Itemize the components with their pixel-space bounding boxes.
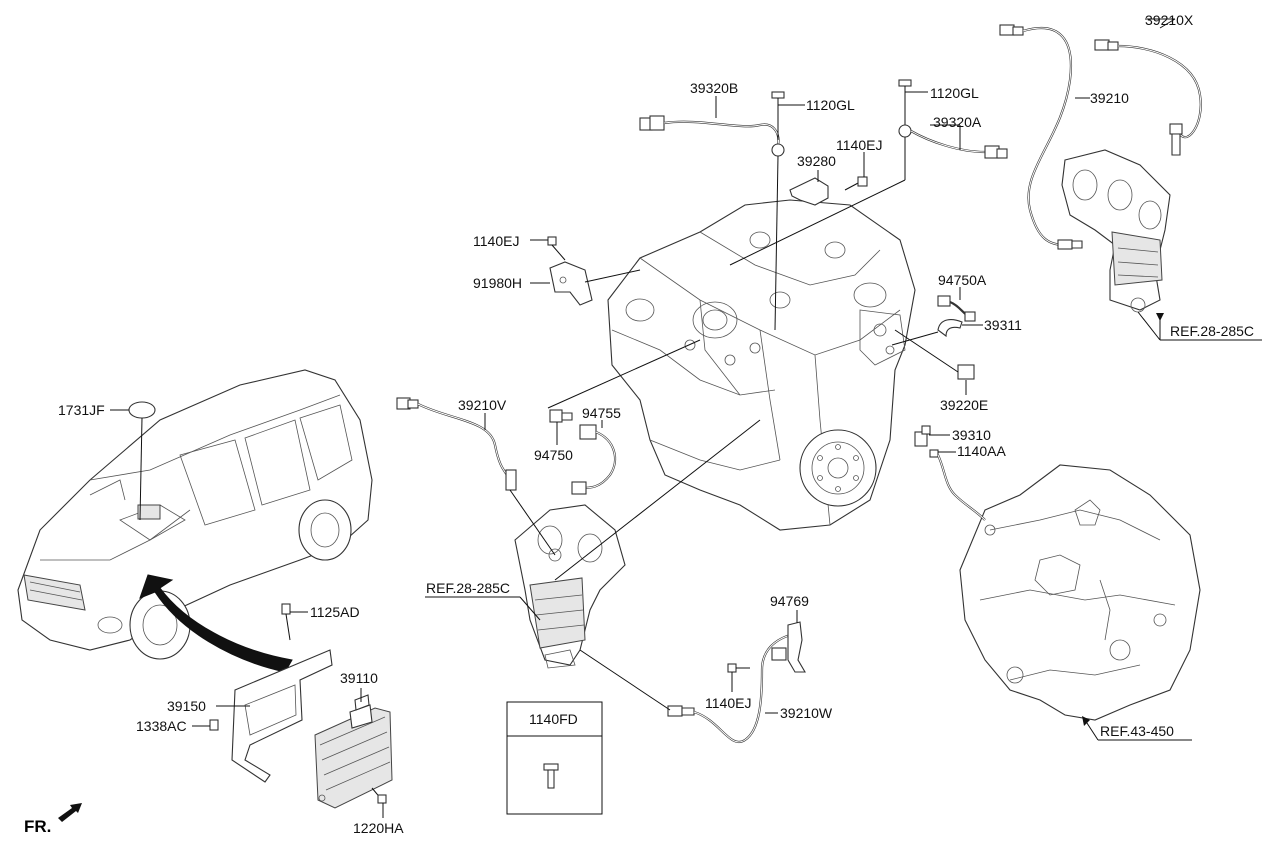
label-39320b: 39320B <box>690 80 738 96</box>
label-fr: FR. <box>24 817 51 836</box>
label-91980h: 91980H <box>473 275 522 291</box>
label-1120gl-a: 1120GL <box>806 97 855 113</box>
label-39210v: 39210V <box>458 397 507 413</box>
label-39150: 39150 <box>167 698 206 714</box>
label-94769: 94769 <box>770 593 809 609</box>
location-arrow <box>139 574 293 673</box>
part-box-1140fd <box>506 701 603 815</box>
bolt-1140aa-icon <box>929 449 986 521</box>
sensor-94755 <box>571 424 617 495</box>
bolt-1140ej-top-icon <box>844 176 868 191</box>
label-39220e: 39220E <box>940 397 988 413</box>
label-ref-43-450: REF.43-450 <box>1100 723 1174 739</box>
label-94750: 94750 <box>534 447 573 463</box>
engine-block <box>607 199 916 531</box>
sensor-39311 <box>937 319 963 338</box>
sensor-94750a <box>937 295 976 322</box>
o2-sensor-39210x <box>1094 39 1202 156</box>
bolt-1220ha-icon <box>371 787 387 804</box>
label-1338ac: 1338AC <box>136 718 187 734</box>
label-1125ad: 1125AD <box>310 604 360 620</box>
bracket-94769 <box>771 621 806 673</box>
bolt-1120gl-b-icon <box>898 79 912 125</box>
suv-car <box>17 369 373 660</box>
plug-1731jf-icon <box>128 401 156 419</box>
label-1140fd: 1140FD <box>529 711 578 727</box>
label-1220ha: 1220HA <box>353 820 404 836</box>
left-catalytic-converter <box>514 504 626 669</box>
bolt-1140ej-left-icon <box>547 236 566 261</box>
bolt-1140ej-bottom-icon <box>727 663 750 673</box>
label-ref-28-285c-right: REF.28-285C <box>1170 323 1254 339</box>
knock-sensor-39320b <box>639 115 785 157</box>
bolt-1140fd-icon <box>543 763 559 789</box>
label-39210x: 39210X <box>1145 12 1194 28</box>
o2-sensor-39210v <box>396 397 517 491</box>
bracket-91980h <box>549 261 593 306</box>
label-ref-28-285c-left: REF.28-285C <box>426 580 510 596</box>
o2-sensor-39210 <box>999 24 1083 250</box>
label-1140ej-left: 1140EJ <box>473 233 519 249</box>
label-1140aa: 1140AA <box>957 443 1006 459</box>
label-94755: 94755 <box>582 405 621 421</box>
label-1120gl-b: 1120GL <box>930 85 979 101</box>
sensor-94750 <box>549 409 573 423</box>
ecu-module <box>231 649 393 809</box>
knock-sensor-39320a <box>898 124 1008 159</box>
transmission <box>959 464 1201 721</box>
label-39110: 39110 <box>340 670 378 686</box>
label-39210w: 39210W <box>780 705 833 721</box>
label-39311: 39311 <box>984 317 1022 333</box>
clip-1338ac-icon <box>209 719 219 731</box>
sensor-39220e <box>894 329 975 380</box>
bolt-1125ad-icon <box>281 603 291 641</box>
label-39320a: 39320A <box>933 114 982 130</box>
label-39280: 39280 <box>797 153 836 169</box>
label-39310: 39310 <box>952 427 991 443</box>
label-1140ej-top: 1140EJ <box>836 137 882 153</box>
front-direction-arrow-icon <box>58 803 82 822</box>
o2-sensor-39210w <box>667 633 791 744</box>
bolt-1120gl-a-icon <box>771 91 785 140</box>
label-39210: 39210 <box>1090 90 1129 106</box>
label-1731jf: 1731JF <box>58 402 105 418</box>
label-94750a: 94750A <box>938 272 987 288</box>
sensor-39310 <box>914 425 931 447</box>
label-1140ej-bottom: 1140EJ <box>705 695 751 711</box>
bracket-39280 <box>789 177 829 206</box>
right-catalytic-converter <box>1061 149 1171 313</box>
